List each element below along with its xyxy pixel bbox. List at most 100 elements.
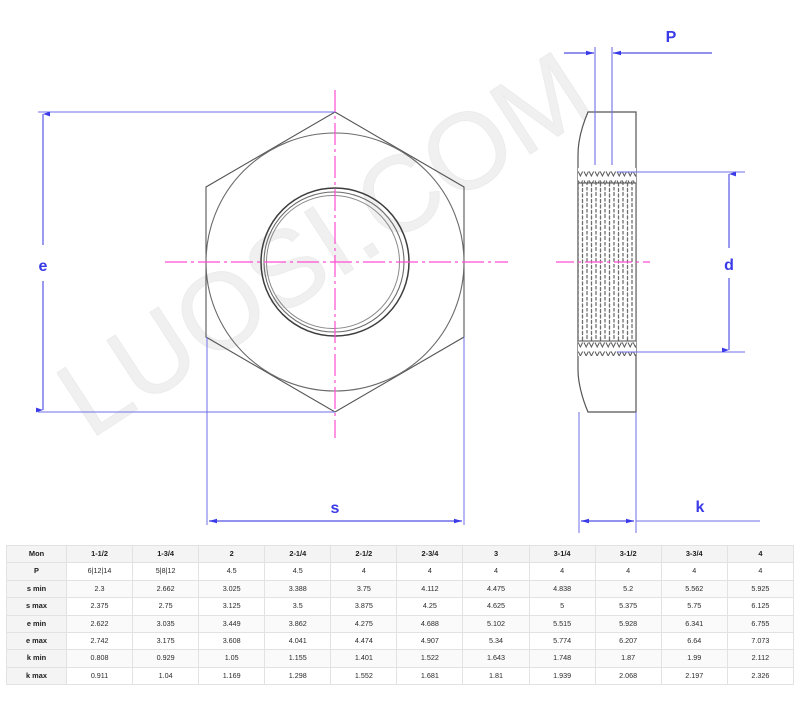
table-cell: 0.929 <box>132 649 200 668</box>
table-cell: 6.207 <box>594 632 662 651</box>
table-cell: 4.112 <box>396 579 464 599</box>
column-header-7: 3 <box>462 544 530 564</box>
table-cell: 4.474 <box>330 632 398 651</box>
table-cell: 1.298 <box>264 666 332 686</box>
table-cell: 5.34 <box>462 632 530 651</box>
table-cell: 2.112 <box>726 649 795 668</box>
table-cell: 5.102 <box>462 614 530 634</box>
table-cell: 1.643 <box>462 649 530 668</box>
table-cell: 4 <box>396 562 464 581</box>
table-cell: 1.552 <box>330 666 398 686</box>
row-label: s max <box>6 597 67 616</box>
table-cell: 1.87 <box>594 649 662 668</box>
column-header-8: 3-1/4 <box>528 544 596 564</box>
specification-table-container: Mon 1-1/2 1-3/4 2 2-1/4 2-1/2 2-3/4 3 3-… <box>0 544 800 706</box>
table-cell: 0.911 <box>65 666 134 686</box>
engineering-drawing-svg: LUOSI.COM e <box>36 27 760 533</box>
column-header-9: 3-1/2 <box>594 544 662 564</box>
table-cell: 5.562 <box>660 579 728 599</box>
thread-chamfer-bottom <box>578 341 636 356</box>
table-cell: 4.041 <box>264 632 332 651</box>
watermark: LUOSI.COM <box>36 27 611 460</box>
table-row: P 6|12|14 5|8|12 4.5 4.5 4 4 4 4 4 4 4 <box>6 562 795 581</box>
table-row: k max 0.911 1.04 1.169 1.298 1.552 1.681… <box>6 666 795 686</box>
side-section-view <box>556 111 650 413</box>
column-header-11: 4 <box>726 544 795 564</box>
table-cell: 4.907 <box>396 632 464 651</box>
dimension-p: P <box>564 29 712 165</box>
table-cell: 4.25 <box>396 597 464 616</box>
table-cell: 0.808 <box>65 649 134 668</box>
table-cell: 1.155 <box>264 649 332 668</box>
table-cell: 3.608 <box>198 632 266 651</box>
table-cell: 4.475 <box>462 579 530 599</box>
table-row: k min 0.808 0.929 1.05 1.155 1.401 1.522… <box>6 649 795 668</box>
thread-chamfer-top <box>578 168 636 183</box>
column-header-3: 2 <box>198 544 266 564</box>
dimension-k: k <box>578 412 760 533</box>
row-label: s min <box>6 579 67 599</box>
table-cell: 3.862 <box>264 614 332 634</box>
table-cell: 3.5 <box>264 597 332 616</box>
table-cell: 1.939 <box>528 666 596 686</box>
row-label: k max <box>6 666 67 686</box>
k-dimension-label: k <box>696 499 705 516</box>
row-label: P <box>6 562 67 581</box>
table-cell: 2.068 <box>594 666 662 686</box>
table-cell: 1.522 <box>396 649 464 668</box>
table-header-row: Mon 1-1/2 1-3/4 2 2-1/4 2-1/2 2-3/4 3 3-… <box>6 544 795 564</box>
table-cell: 3.388 <box>264 579 332 599</box>
table-cell: 2.3 <box>65 579 134 599</box>
table-cell: 4.275 <box>330 614 398 634</box>
table-cell: 5|8|12 <box>132 562 200 581</box>
table-header: Mon 1-1/2 1-3/4 2 2-1/4 2-1/2 2-3/4 3 3-… <box>6 544 795 564</box>
row-label: e max <box>6 632 67 651</box>
table-row: e max 2.742 3.175 3.608 4.041 4.474 4.90… <box>6 632 795 651</box>
column-header-10: 3-3/4 <box>660 544 728 564</box>
table-cell: 4.838 <box>528 579 596 599</box>
watermark-text: LUOSI.COM <box>37 28 611 460</box>
table-cell: 1.681 <box>396 666 464 686</box>
table-cell: 5.515 <box>528 614 596 634</box>
table-cell: 5.375 <box>594 597 662 616</box>
table-cell: 1.05 <box>198 649 266 668</box>
column-header-4: 2-1/4 <box>264 544 332 564</box>
table-cell: 1.169 <box>198 666 266 686</box>
table-cell: 3.025 <box>198 579 266 599</box>
table-cell: 2.75 <box>132 597 200 616</box>
table-cell: 6.755 <box>726 614 795 634</box>
table-cell: 5.928 <box>594 614 662 634</box>
table-row: s max 2.375 2.75 3.125 3.5 3.875 4.25 4.… <box>6 597 795 616</box>
table-cell: 2.662 <box>132 579 200 599</box>
column-header-5: 2-1/2 <box>330 544 398 564</box>
table-cell: 6.125 <box>726 597 795 616</box>
row-label: k min <box>6 649 67 668</box>
d-dimension-label: d <box>724 257 734 274</box>
p-dimension-label: P <box>666 29 677 46</box>
table-cell: 4 <box>594 562 662 581</box>
table-body: P 6|12|14 5|8|12 4.5 4.5 4 4 4 4 4 4 4 s… <box>6 562 795 686</box>
table-cell: 3.75 <box>330 579 398 599</box>
table-cell: 4.625 <box>462 597 530 616</box>
table-cell: 4.688 <box>396 614 464 634</box>
table-row: s min 2.3 2.662 3.025 3.388 3.75 4.112 4… <box>6 579 795 599</box>
table-cell: 6.64 <box>660 632 728 651</box>
table-cell: 4 <box>330 562 398 581</box>
technical-drawing-area: LUOSI.COM e <box>36 27 760 533</box>
table-cell: 6.341 <box>660 614 728 634</box>
table-cell: 2.326 <box>726 666 795 686</box>
table-cell: 3.875 <box>330 597 398 616</box>
column-header-2: 1-3/4 <box>132 544 200 564</box>
table-cell: 5.2 <box>594 579 662 599</box>
column-header-0: Mon <box>6 544 67 564</box>
e-dimension-label: e <box>39 258 48 275</box>
table-row: e min 2.622 3.035 3.449 3.862 4.275 4.68… <box>6 614 795 634</box>
table-cell: 5.774 <box>528 632 596 651</box>
table-cell: 5 <box>528 597 596 616</box>
table-cell: 2.742 <box>65 632 134 651</box>
table-cell: 5.75 <box>660 597 728 616</box>
table-cell: 1.401 <box>330 649 398 668</box>
table-cell: 3.035 <box>132 614 200 634</box>
table-cell: 1.99 <box>660 649 728 668</box>
row-label: e min <box>6 614 67 634</box>
